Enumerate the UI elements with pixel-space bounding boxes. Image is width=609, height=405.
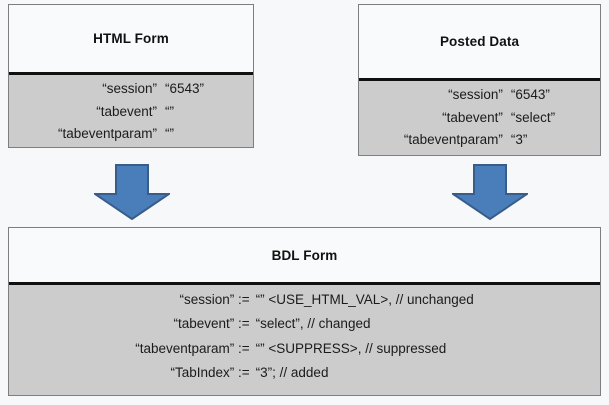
posted-data-field-list: “session” “6543” “tabevent” “select” “ta… (404, 85, 555, 153)
field-key: “tabeventparam” (403, 132, 503, 148)
statement-lhs: “TabIndex” := (170, 364, 250, 380)
statement-rhs: “” <SUPPRESS>, // suppressed (255, 340, 447, 356)
statement-lhs: “tabevent” := (173, 316, 250, 332)
field-key: “tabevent” (442, 109, 503, 125)
list-item: “tabeventparam” “3” (404, 130, 555, 153)
statement-lhs: “tabeventparam” := (135, 340, 250, 356)
posted-data-title: Posted Data (359, 5, 600, 81)
down-arrow-icon (94, 164, 170, 220)
arrow-shape (452, 164, 528, 220)
arrow-shape (94, 164, 170, 220)
statement-rhs: “3”; // added (255, 364, 329, 380)
posted-data-body: “session” “6543” “tabevent” “select” “ta… (359, 81, 600, 155)
list-item: “session” := “” <USE_HTML_VAL>, // uncha… (135, 289, 474, 313)
field-key: “tabeventparam” (57, 126, 158, 142)
list-item: “TabIndex” := “3”; // added (135, 362, 474, 386)
html-form-body: “session” “6543” “tabevent” “” “tabevent… (9, 75, 253, 147)
field-value: “” (165, 103, 175, 119)
html-form-title: HTML Form (9, 5, 253, 76)
bdl-form-body: “session” := “” <USE_HTML_VAL>, // uncha… (9, 285, 600, 395)
html-form-box: HTML Form “session” “6543” “tabevent” “”… (8, 4, 254, 148)
html-form-field-list: “session” “6543” “tabevent” “” “tabevent… (58, 79, 204, 147)
posted-data-box: Posted Data “session” “6543” “tabevent” … (358, 4, 601, 156)
list-item: “tabevent” “” (58, 102, 204, 125)
bdl-form-box: BDL Form “session” := “” <USE_HTML_VAL>,… (8, 227, 601, 396)
list-item: “tabeventparam” “” (58, 124, 204, 147)
list-item: “tabevent” “select” (404, 108, 555, 131)
list-item: “session” “6543” (58, 79, 204, 102)
field-key: “tabevent” (96, 103, 158, 119)
field-value: “6543” (165, 81, 205, 97)
field-value: “3” (510, 132, 528, 148)
field-value: “” (165, 126, 175, 142)
list-item: “tabevent” := “select”, // changed (135, 313, 474, 337)
field-key: “session” (448, 87, 503, 102)
down-arrow-icon (452, 164, 528, 220)
statement-rhs: “” <USE_HTML_VAL>, // unchanged (255, 292, 474, 307)
field-value: “select” (510, 109, 556, 125)
statement-rhs: “select”, // changed (255, 316, 371, 332)
list-item: “session” “6543” (404, 85, 555, 108)
field-value: “6543” (510, 87, 550, 102)
list-item: “tabeventparam” := “” <SUPPRESS>, // sup… (135, 338, 474, 362)
statement-lhs: “session” := (179, 292, 250, 307)
bdl-form-statement-list: “session” := “” <USE_HTML_VAL>, // uncha… (135, 289, 474, 386)
field-key: “session” (102, 81, 158, 97)
bdl-form-title: BDL Form (9, 228, 600, 285)
